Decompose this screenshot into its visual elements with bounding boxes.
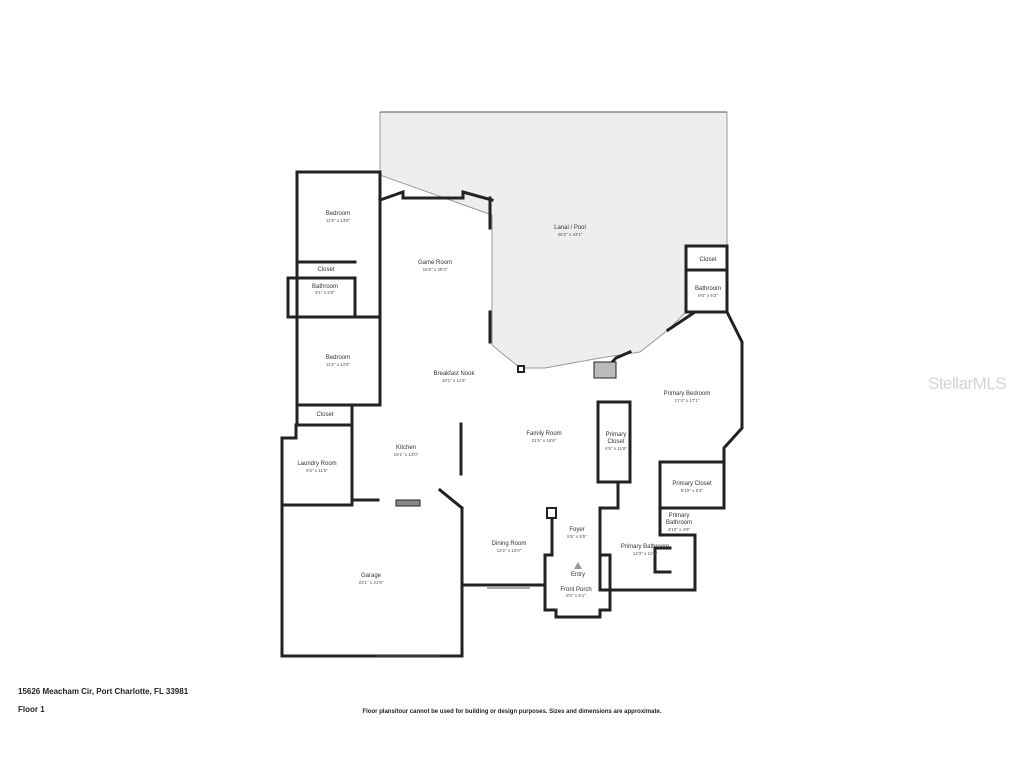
room-label-entry: Entry [571,572,585,578]
svg-text:48'2" x 43'1": 48'2" x 43'1" [558,232,583,237]
svg-text:Closet: Closet [699,257,716,263]
svg-text:Breakfast Nook: Breakfast Nook [433,371,475,377]
lanai-area [379,111,728,369]
svg-text:Primary Bedroom: Primary Bedroom [664,391,711,397]
svg-text:9'0" x 6'2": 9'0" x 6'2" [698,293,718,298]
svg-text:15'1" x 13'0": 15'1" x 13'0" [394,452,419,457]
room-label-closet-1: Closet [317,267,334,273]
svg-text:Primary: Primary [669,513,690,519]
room-label-bedroom-1: Bedroom 11'5" x 13'8" [326,211,351,223]
room-label-bathroom-2: Bathroom 9'0" x 6'2" [695,286,721,298]
svg-text:12'2" x 10'0": 12'2" x 10'0" [497,548,522,553]
room-label-front-porch: Front Porch 8'0" x 6'1" [560,587,591,598]
svg-text:Bedroom: Bedroom [326,211,350,217]
svg-text:17'4" x 17'1": 17'4" x 17'1" [675,398,700,403]
svg-text:Closet: Closet [607,439,624,445]
svg-text:11'5" x 13'8": 11'5" x 13'8" [326,218,351,223]
room-label-closet-3: Closet [699,257,716,263]
room-label-primary-closet-right: Primary Closet 6'10" x 6'4" [672,481,712,493]
svg-text:Closet: Closet [317,267,334,273]
room-label-laundry: Laundry Room 9'2" x 11'6" [297,461,336,473]
room-label-primary-bedroom: Primary Bedroom 17'4" x 17'1" [664,391,711,403]
room-label-garage: Garage 23'1" x 21'5" [359,573,384,585]
svg-text:21'6" x 16'6": 21'6" x 16'6" [532,438,557,443]
room-label-foyer: Foyer 5'5" x 5'5" [567,527,587,539]
svg-text:4'6" x 11'6": 4'6" x 11'6" [605,446,627,451]
entry-walls [487,507,612,619]
room-label-kitchen: Kitchen 15'1" x 13'0" [394,445,419,457]
svg-text:8'0" x 6'1": 8'0" x 6'1" [566,593,586,598]
svg-text:6'10" x 6'4": 6'10" x 6'4" [681,488,704,493]
room-label-game-room: Game Room 15'5" x 28'3" [418,260,452,272]
room-label-primary-bathroom: Primary Bathroom 12'3" x 11'0" [621,544,669,556]
svg-text:Laundry Room: Laundry Room [297,461,336,467]
svg-text:Primary Closet: Primary Closet [672,481,712,487]
garage-walls [280,499,464,658]
svg-text:Dining Room: Dining Room [492,541,527,547]
disclaimer-text: Floor plans/tour cannot be used for buil… [362,709,662,715]
svg-text:15'5" x 28'3": 15'5" x 28'3" [423,267,448,272]
svg-text:Foyer: Foyer [569,527,584,533]
svg-text:Bathroom: Bathroom [695,286,721,292]
svg-text:Primary Bathroom: Primary Bathroom [621,544,669,550]
svg-text:Entry: Entry [571,572,585,578]
left-wing-walls [280,170,382,507]
room-label-primary-bathroom-small: Primary Bathroom 4'10" x 4'6" [666,513,692,532]
svg-text:Kitchen: Kitchen [396,445,416,451]
svg-text:Primary: Primary [606,432,627,438]
watermark-logo: StellarMLS [928,374,1007,393]
room-label-closet-2: Closet [316,412,333,418]
svg-text:Lanai / Pool: Lanai / Pool [554,225,586,231]
room-label-bedroom-2: Bedroom 11'2" x 12'8" [326,355,351,367]
svg-text:Closet: Closet [316,412,333,418]
svg-text:9'2" x 11'6": 9'2" x 11'6" [306,468,328,473]
svg-text:Game Room: Game Room [418,260,452,266]
svg-text:4'10" x 4'6": 4'10" x 4'6" [668,527,691,532]
svg-text:11'2" x 12'8": 11'2" x 12'8" [326,362,351,367]
room-label-dining-room: Dining Room 12'2" x 10'0" [492,541,527,553]
right-wing-walls [593,244,744,592]
room-label-breakfast-nook: Breakfast Nook 10'1" x 11'6" [433,371,475,383]
svg-text:10'1" x 11'6": 10'1" x 11'6" [442,378,467,383]
property-address: 15626 Meacham Cir, Port Charlotte, FL 33… [18,687,189,696]
svg-text:Bedroom: Bedroom [326,355,350,361]
room-label-lanai: Lanai / Pool 48'2" x 43'1" [554,225,586,237]
svg-text:Bathroom: Bathroom [666,520,692,526]
svg-text:Family Room: Family Room [526,431,561,437]
svg-text:Garage: Garage [361,573,382,579]
svg-text:23'1" x 21'5": 23'1" x 21'5" [359,580,384,585]
room-label-bathroom-1: Bathroom 9'1" x 5'0" [312,284,338,295]
svg-text:Bathroom: Bathroom [312,284,338,290]
svg-text:12'3" x 11'0": 12'3" x 11'0" [633,551,658,556]
floor-label: Floor 1 [18,705,45,714]
room-label-family-room: Family Room 21'6" x 16'6" [526,431,561,443]
svg-text:9'1" x 5'0": 9'1" x 5'0" [315,290,335,295]
svg-text:Front Porch: Front Porch [560,587,591,593]
room-label-primary-closet-left: Primary Closet 4'6" x 11'6" [605,432,627,451]
svg-text:5'5" x 5'5": 5'5" x 5'5" [567,534,587,539]
